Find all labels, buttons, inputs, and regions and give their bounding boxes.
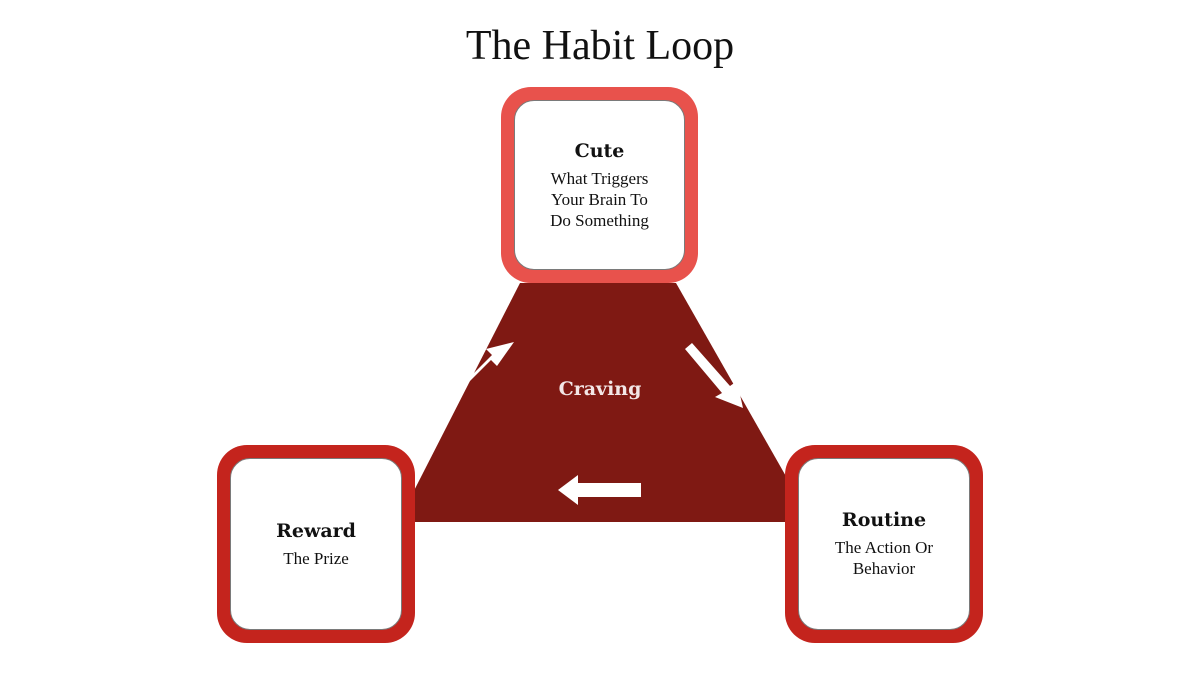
arrow-down-right-icon [685, 343, 743, 408]
cue-title: Cute [574, 139, 625, 162]
page-title: The Habit Loop [465, 23, 735, 69]
reward-card: Reward The Prize [230, 458, 402, 630]
cue-card: Cute What Triggers Your Brain To Do Some… [514, 100, 685, 270]
routine-node: Routine The Action Or Behavior [785, 445, 983, 643]
cue-description: What Triggers Your Brain To Do Something [550, 168, 649, 230]
craving-label: Craving [558, 378, 642, 400]
reward-title: Reward [276, 519, 356, 542]
arrow-left-icon [558, 475, 641, 505]
arrow-up-right-icon [453, 342, 514, 398]
reward-node: Reward The Prize [217, 445, 415, 643]
routine-title: Routine [841, 509, 927, 531]
craving-triangle [398, 283, 812, 522]
reward-description: The Prize [283, 548, 349, 568]
cue-node: Cute What Triggers Your Brain To Do Some… [501, 87, 698, 283]
routine-description: The Action Or Behavior [834, 538, 934, 578]
routine-card: Routine The Action Or Behavior [798, 458, 970, 630]
